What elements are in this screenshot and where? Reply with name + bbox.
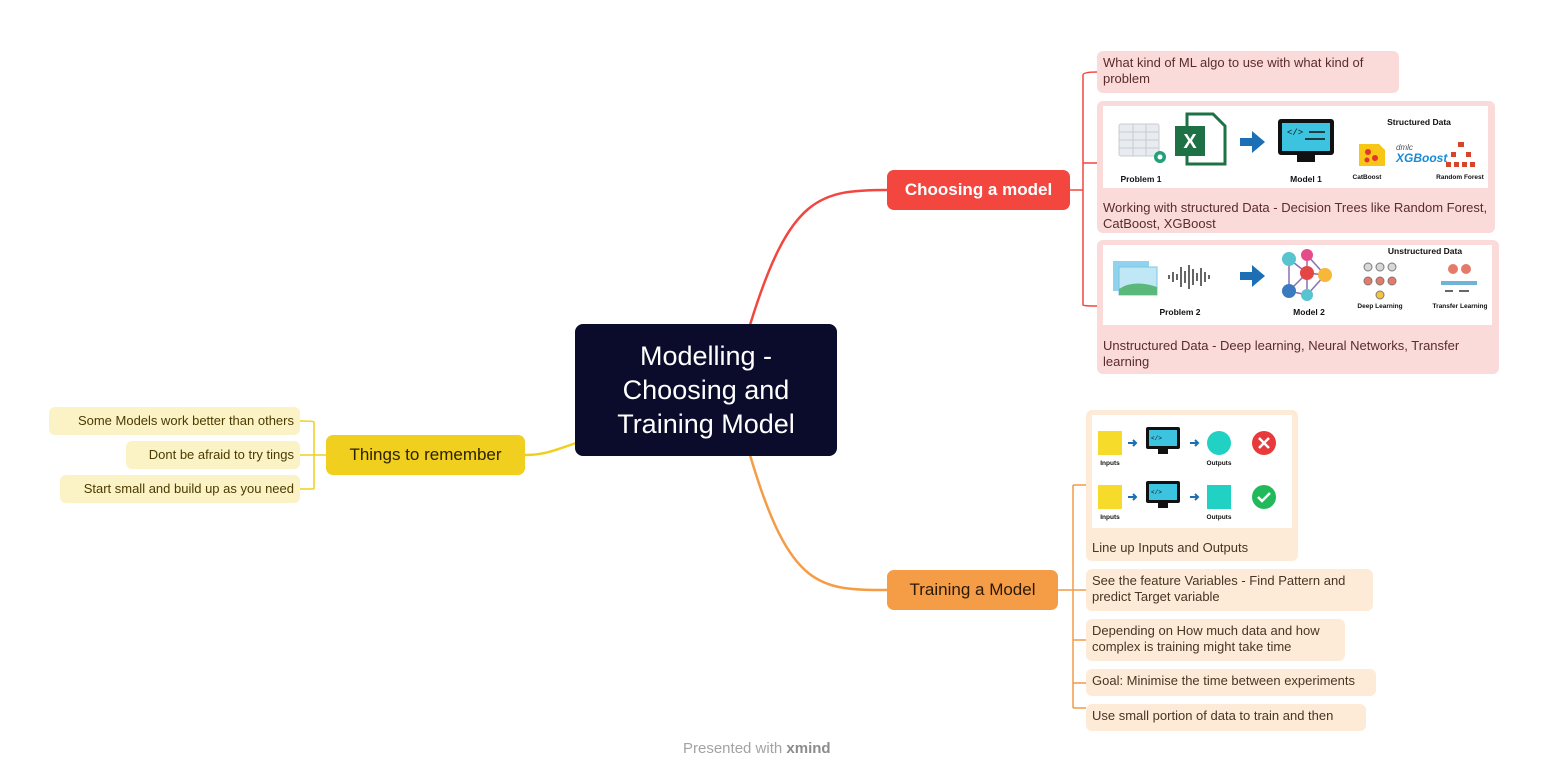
topic-text: Line up Inputs and Outputs — [1092, 540, 1249, 555]
topic-some-models-better[interactable]: Some Models work better than others — [49, 407, 300, 435]
topic-start-small[interactable]: Start small and build up as you need — [60, 475, 300, 503]
computer-icon: </> — [1278, 119, 1334, 162]
svg-text:</>: </> — [1151, 489, 1162, 496]
root-title: Modelling - Choosing and Training Model — [617, 341, 795, 439]
audio-waveform-icon — [1168, 265, 1210, 289]
deep-learning-label: Deep Learning — [1357, 303, 1402, 310]
svg-text:</>: </> — [1287, 128, 1303, 138]
transfer-learning-label: Transfer Learning — [1433, 303, 1488, 310]
topic-text: Unstructured Data - Deep learning, Neura… — [1103, 338, 1460, 369]
xgboost-label: XGBoost — [1395, 151, 1448, 165]
catboost-label: CatBoost — [1353, 174, 1383, 181]
branch-label: Training a Model — [909, 580, 1036, 599]
inputs-label: Inputs — [1100, 460, 1120, 467]
unstructured-data-image: Problem 2 Model 2 Unstructured Data Deep… — [1103, 245, 1492, 325]
branch-training-a-model[interactable]: Training a Model — [887, 570, 1058, 610]
topic-small-portion[interactable]: Use small portion of data to train and t… — [1086, 704, 1366, 731]
check-icon — [1252, 485, 1276, 509]
inputs-outputs-image: </> Inputs Outputs </> — [1092, 415, 1292, 528]
problem-1-label: Problem 1 — [1120, 174, 1161, 184]
structured-data-image: X </> Problem 1 Model 1 Structured Data … — [1103, 106, 1488, 188]
topic-text: Use small portion of data to train and t… — [1092, 708, 1334, 723]
topic-text: Working with structured Data - Decision … — [1103, 200, 1488, 231]
topic-goal[interactable]: Goal: Minimise the time between experime… — [1086, 669, 1376, 696]
row-incorrect: </> Inputs Outputs — [1098, 427, 1276, 467]
outputs-label: Outputs — [1207, 460, 1232, 467]
outputs-label: Outputs — [1207, 514, 1232, 521]
branch-things-to-remember[interactable]: Things to remember — [326, 435, 525, 475]
svg-text:X: X — [1183, 131, 1197, 153]
topic-training-time[interactable]: Depending on How much data and how compl… — [1086, 619, 1345, 661]
arrow-right-icon — [1240, 265, 1265, 287]
xgboost-dmlc-label: dmlc — [1396, 143, 1413, 152]
topic-text: What kind of ML algo to use with what ki… — [1103, 55, 1364, 86]
branch-choosing-a-model[interactable]: Choosing a model — [887, 170, 1070, 210]
unstructured-data-heading: Unstructured Data — [1388, 246, 1462, 256]
random-forest-label: Random Forest — [1436, 174, 1485, 181]
topic-text: Dont be afraid to try tings — [148, 447, 294, 462]
catboost-icon — [1359, 144, 1385, 166]
model-2-label: Model 2 — [1293, 307, 1325, 317]
computer-icon: </> — [1146, 481, 1180, 508]
deep-learning-icon — [1363, 262, 1397, 300]
excel-icon: X — [1175, 112, 1227, 166]
computer-icon: </> — [1146, 427, 1180, 454]
inputs-label: Inputs — [1100, 514, 1120, 521]
topic-ml-algo[interactable]: What kind of ML algo to use with what ki… — [1097, 51, 1399, 93]
branch-label: Choosing a model — [904, 180, 1053, 199]
topic-unstructured-data[interactable]: Problem 2 Model 2 Unstructured Data Deep… — [1097, 240, 1499, 374]
topic-text: Start small and build up as you need — [83, 481, 294, 496]
neural-network-icon — [1282, 249, 1332, 301]
footer-credit: Presented with xmind — [683, 740, 883, 760]
topic-line-up-inputs-outputs[interactable]: </> Inputs Outputs </> — [1086, 410, 1298, 561]
footer-prefix: Presented with — [683, 740, 783, 757]
topic-text: Some Models work better than others — [77, 413, 294, 428]
topic-text: Goal: Minimise the time between experime… — [1092, 673, 1356, 688]
branch-label: Things to remember — [349, 445, 502, 464]
transfer-learning-icon — [1441, 264, 1477, 292]
topic-dont-be-afraid[interactable]: Dont be afraid to try tings — [126, 441, 300, 469]
topic-structured-data[interactable]: X </> Problem 1 Model 1 Structured Data … — [1097, 101, 1495, 233]
topic-feature-variables[interactable]: See the feature Variables - Find Pattern… — [1086, 569, 1373, 611]
spreadsheet-icon — [1118, 123, 1166, 163]
root-topic[interactable]: Modelling - Choosing and Training Model — [575, 324, 837, 456]
model-1-label: Model 1 — [1290, 174, 1322, 184]
image-icon — [1113, 261, 1158, 296]
topic-text: Depending on How much data and how compl… — [1092, 623, 1320, 654]
topic-text: See the feature Variables - Find Pattern… — [1092, 573, 1346, 604]
arrow-right-icon — [1240, 131, 1265, 153]
xmind-logo: xmind — [786, 740, 831, 757]
svg-text:</>: </> — [1151, 435, 1162, 442]
problem-2-label: Problem 2 — [1159, 307, 1200, 317]
random-forest-icon — [1446, 142, 1475, 167]
structured-data-heading: Structured Data — [1387, 117, 1451, 127]
row-correct: </> Inputs Outputs — [1098, 481, 1276, 521]
